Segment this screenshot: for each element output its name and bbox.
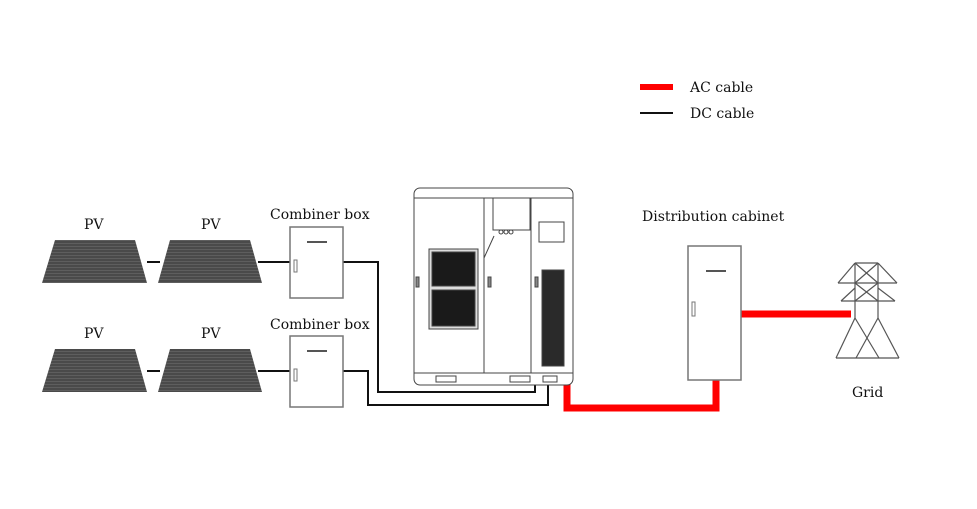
- combiner-box-1: Combiner box: [270, 207, 370, 299]
- combiner-box-label: Combiner box: [270, 317, 370, 333]
- inverter-cabinet: [413, 187, 574, 386]
- legend-dc-label: DC cable: [690, 106, 754, 122]
- pv-panel: [42, 349, 147, 392]
- distribution-cabinet: Distribution cabinet: [642, 209, 785, 381]
- pv-array-row-1: PV PV: [42, 217, 262, 283]
- pv-label: PV: [84, 326, 104, 342]
- distribution-cabinet-label: Distribution cabinet: [642, 209, 785, 225]
- pv-label: PV: [84, 217, 104, 233]
- pv-array-row-2: PV PV: [42, 326, 262, 392]
- pv-label: PV: [201, 326, 221, 342]
- grid-tower-icon: Grid: [835, 262, 900, 401]
- grid-label: Grid: [852, 385, 883, 401]
- combiner-box-2: Combiner box: [270, 317, 370, 408]
- ac-cables: [563, 310, 851, 412]
- pv-panel: [42, 240, 147, 283]
- pv-label: PV: [201, 217, 221, 233]
- legend-ac-label: AC cable: [689, 80, 753, 96]
- combiner-box-label: Combiner box: [270, 207, 370, 223]
- pv-panel: [158, 349, 262, 392]
- dc-cables: [147, 261, 549, 406]
- pv-panel: [158, 240, 262, 283]
- legend: AC cable DC cable: [640, 80, 754, 122]
